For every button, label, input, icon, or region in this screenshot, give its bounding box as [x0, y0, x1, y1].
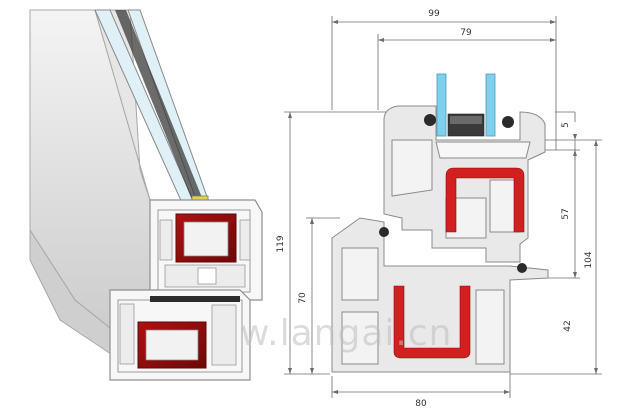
- dimension-lines: [284, 16, 602, 398]
- frame-section-3d: [109, 289, 251, 381]
- dim-label-bottom-width: 80: [415, 399, 427, 409]
- dimension-arrows: [288, 20, 598, 394]
- glass-section: [436, 73, 496, 137]
- dim-label-top-inner: 79: [460, 28, 472, 38]
- dim-label-right-lower: 42: [563, 320, 573, 331]
- dim-label-glass-gap: 5: [561, 122, 571, 128]
- frame-profile: [331, 217, 549, 373]
- dim-label-top-overall: 99: [428, 9, 440, 19]
- frame-steel-reinforcement: [393, 285, 471, 359]
- dim-label-right-overall: 104: [584, 251, 594, 268]
- dim-label-right-upper: 57: [561, 208, 571, 219]
- watermark-text: w.langai.cn: [240, 313, 452, 354]
- dim-label-left-lower: 70: [298, 292, 308, 304]
- sash-section-3d: [149, 199, 263, 301]
- sash-steel-reinforcement: [445, 167, 525, 233]
- dim-label-left-overall: 119: [276, 235, 286, 252]
